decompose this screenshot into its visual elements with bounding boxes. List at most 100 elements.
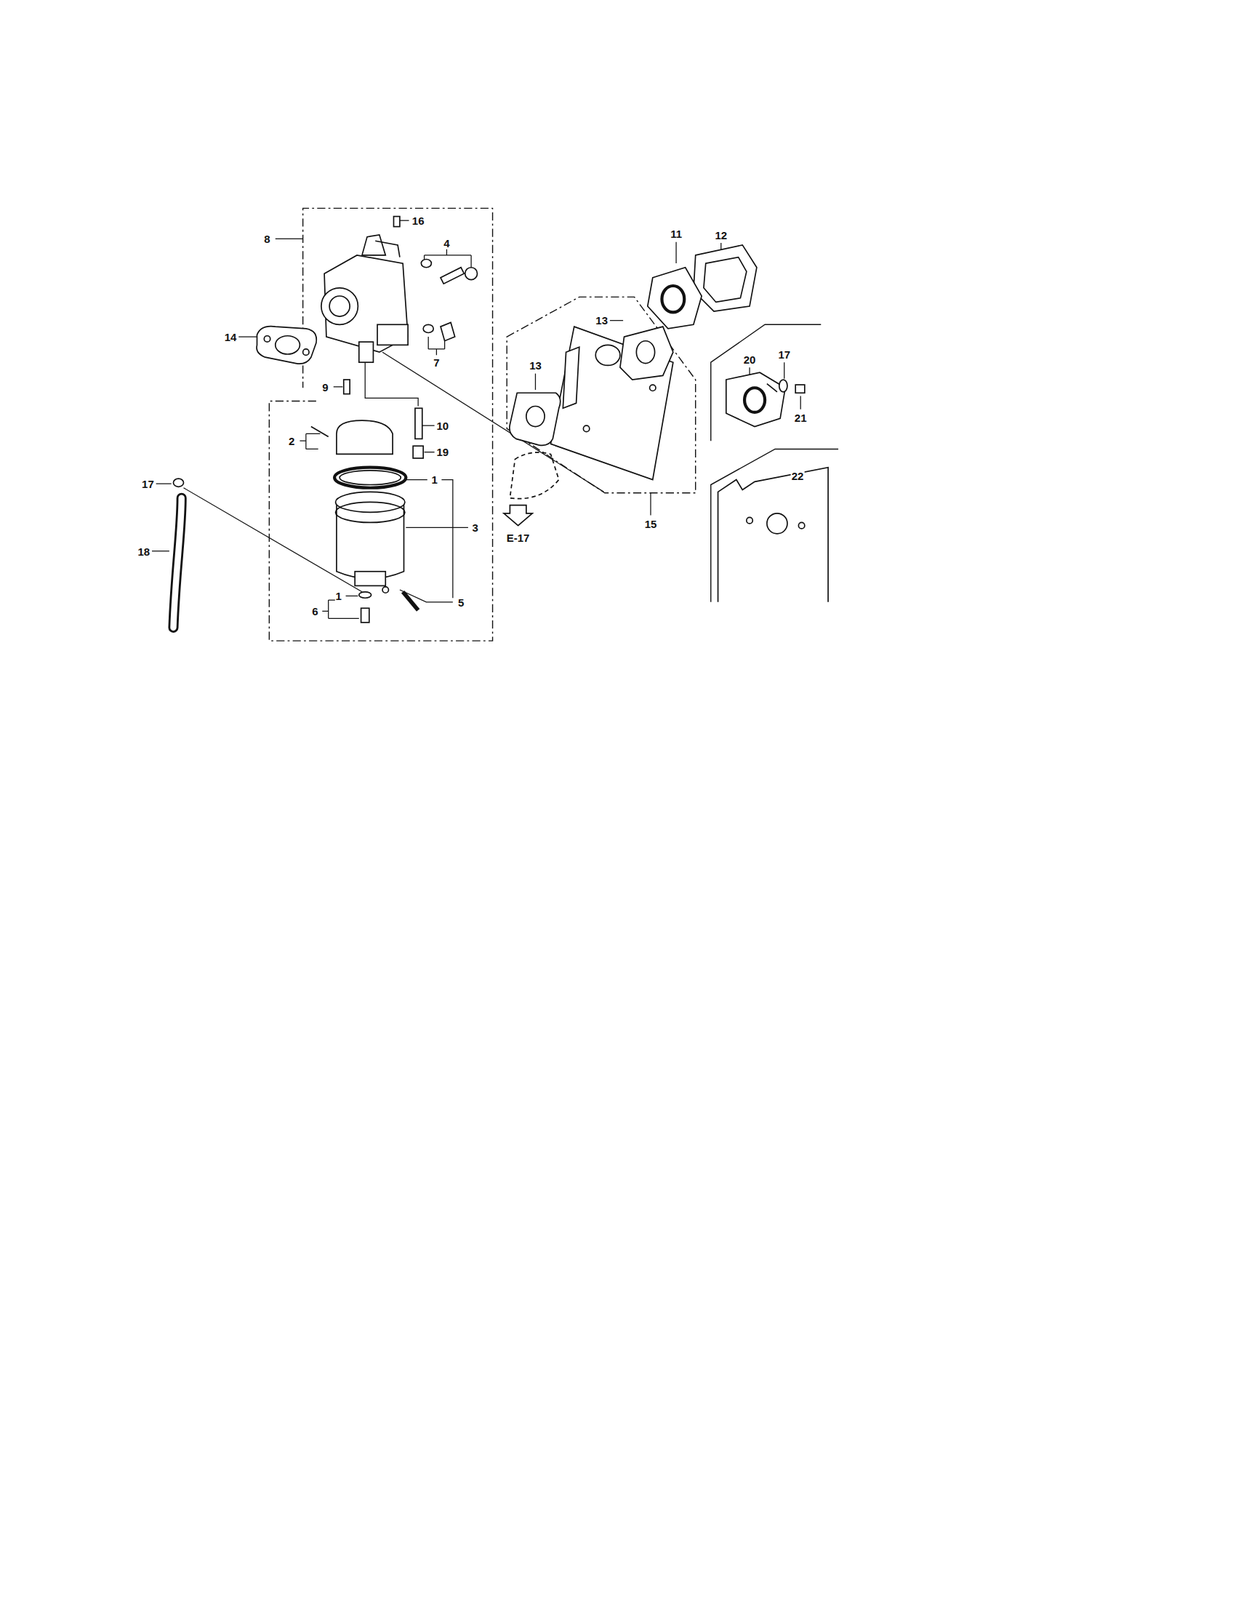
gasket-part <box>744 387 765 413</box>
leader-line <box>299 433 320 449</box>
carburetor-part <box>359 591 372 598</box>
gasket-part <box>275 335 301 355</box>
gasket-part <box>766 513 788 534</box>
callout-number: 1 <box>430 473 438 486</box>
callout-number: 8 <box>263 232 271 246</box>
group-outline <box>268 207 493 641</box>
fuel-hose <box>173 478 184 487</box>
carburetor-part <box>375 240 400 257</box>
gasket-part <box>661 285 685 312</box>
carburetor-part <box>335 501 405 522</box>
carburetor-part <box>393 216 400 227</box>
leader-line <box>238 335 257 337</box>
gasket-part <box>795 384 805 393</box>
gasket-part <box>583 425 589 432</box>
gasket-part <box>263 335 270 342</box>
leader-line <box>675 242 677 264</box>
gasket-part <box>649 384 656 391</box>
carburetor-part <box>339 470 401 485</box>
callout-number: 20 <box>742 352 757 365</box>
carburetor-part <box>423 324 434 333</box>
leader-line <box>346 595 359 597</box>
carburetor-part <box>465 267 478 280</box>
callout-number: 17 <box>777 347 791 360</box>
callout-number: 9 <box>321 380 329 393</box>
gasket-part <box>798 521 805 528</box>
callout-number: 2 <box>287 434 296 448</box>
callout-number: 6 <box>311 604 319 618</box>
carburetor-part <box>440 322 456 341</box>
gasket-part <box>779 379 788 392</box>
group-outline <box>268 207 839 641</box>
gasket-part <box>636 340 655 364</box>
gasket-part <box>766 383 778 392</box>
carburetor-part <box>415 407 423 439</box>
gasket-part <box>509 392 561 445</box>
callout-number: 15 <box>644 516 658 530</box>
leader-line <box>151 220 801 618</box>
carburetor-part <box>382 586 389 593</box>
carburetor-part <box>343 379 350 395</box>
carburetor-part <box>354 571 386 586</box>
leader-line <box>405 527 469 528</box>
leader-line <box>275 238 304 240</box>
gasket-part <box>746 516 753 523</box>
callout-number: 18 <box>136 544 151 557</box>
fuel-hose <box>173 497 182 628</box>
carburetor-part <box>321 287 359 325</box>
carburetor-part <box>311 216 478 623</box>
carburetor-part <box>402 591 419 610</box>
callout-number: 1 <box>335 589 343 602</box>
group-outline <box>711 324 822 441</box>
callout-number: 7 <box>432 355 440 368</box>
callout-number: 12 <box>713 228 728 241</box>
leader-line <box>424 451 435 453</box>
callout-number: 17 <box>141 476 155 490</box>
callout-number: 5 <box>457 595 465 608</box>
fuel-hose <box>173 497 182 628</box>
leader-line <box>535 373 536 390</box>
carburetor-part <box>311 426 329 437</box>
group-outline <box>711 448 839 602</box>
callout-number: 4 <box>442 236 451 249</box>
leader-line <box>800 395 802 409</box>
fuel-hose <box>173 478 184 628</box>
callout-number: 3 <box>471 521 480 534</box>
carburetor-part <box>336 505 405 579</box>
carburetor-part <box>336 420 393 454</box>
leader-line <box>156 482 172 484</box>
callout-number: 19 <box>435 445 450 459</box>
gasket-part <box>503 505 533 526</box>
carburetor-part <box>334 467 406 488</box>
gasket-part <box>595 344 621 365</box>
leader-line <box>428 332 445 356</box>
leader-line <box>405 479 453 599</box>
callout-number: 10 <box>435 418 450 432</box>
leader-line <box>422 425 435 427</box>
leader-line <box>151 550 170 552</box>
callout-number: 22 <box>790 468 805 482</box>
gasket-part <box>620 326 674 380</box>
gasket-part <box>647 267 702 329</box>
carburetor-part <box>440 267 464 284</box>
carburetor-part <box>359 341 374 363</box>
callout-number: 11 <box>669 227 683 240</box>
carburetor-part <box>420 259 432 268</box>
carburetor-part <box>412 445 424 459</box>
leader-line <box>649 492 651 516</box>
gasket-part <box>551 326 674 480</box>
carburetor-part <box>377 324 408 345</box>
gasket-part <box>703 257 747 303</box>
leader-line <box>364 356 419 406</box>
gasket-part <box>256 326 317 365</box>
callout-number: 21 <box>793 410 808 424</box>
gasket-part <box>303 348 309 355</box>
leader-line <box>322 599 360 618</box>
gasket-part <box>562 346 579 408</box>
gasket-part <box>256 245 829 602</box>
callout-number: 14 <box>223 330 238 343</box>
leader-line <box>333 386 344 387</box>
leader-line <box>609 319 624 321</box>
